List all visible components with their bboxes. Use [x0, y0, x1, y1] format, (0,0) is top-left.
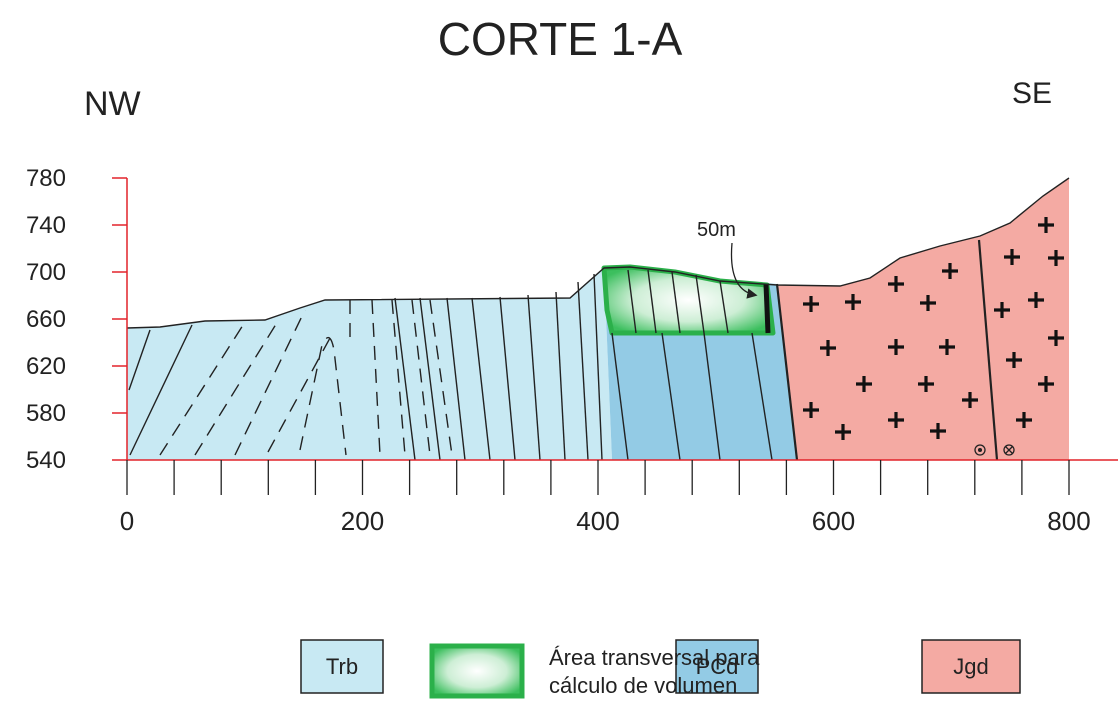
granite-plus-symbol [1006, 352, 1022, 368]
x-tick-label: 400 [576, 506, 619, 536]
granite-plus-symbol [1048, 330, 1064, 346]
granite-plus-symbol [918, 376, 934, 392]
trb-dashed-lines [159, 299, 453, 456]
legend-trb-label: Trb [326, 654, 358, 679]
y-tick-label: 540 [26, 447, 66, 474]
granite-plus-symbol [1038, 217, 1054, 233]
granite-plus-symbol [994, 302, 1010, 318]
x-tick-label: 800 [1047, 506, 1090, 536]
y-tick-label: 620 [26, 353, 66, 380]
granite-plus-symbols [803, 217, 1064, 440]
granite-plus-symbol [803, 402, 819, 418]
y-tick-label: 580 [26, 400, 66, 427]
y-axis-ticks: 780 740 700 660 620 580 540 [26, 165, 127, 474]
legend-pcd-label: PCd [696, 654, 739, 679]
granite-plus-symbol [962, 392, 978, 408]
pcd-bedding-lines [611, 269, 773, 461]
legend-jgd-label: Jgd [953, 654, 988, 679]
fault-lines [775, 239, 999, 461]
topographic-profile [126, 177, 1070, 329]
granite-plus-symbol [803, 296, 819, 312]
granite-plus-symbol [888, 276, 904, 292]
granite-plus-symbol [942, 263, 958, 279]
granite-plus-symbol [845, 294, 861, 310]
trb-bedding-lines [128, 273, 603, 461]
granite-plus-symbol [835, 424, 851, 440]
legend-jgd-swatch [921, 639, 1021, 694]
y-tick-label: 780 [26, 165, 66, 192]
section-title: CORTE 1-A [438, 13, 683, 65]
unit-jgd-area [777, 178, 1069, 460]
y-tick-label: 740 [26, 212, 66, 239]
x-tick-label: 0 [120, 506, 134, 536]
x-axis-ticks: 0 200 400 600 800 [120, 460, 1091, 536]
granite-plus-symbol [920, 295, 936, 311]
granite-plus-symbol [856, 376, 872, 392]
legend-pcd-swatch [675, 639, 759, 694]
legend-area-line1: Área transversal para [549, 645, 760, 670]
legend-trb-swatch [300, 639, 384, 694]
legend-area-line2: cálculo de volumen [549, 673, 737, 698]
granite-plus-symbol [888, 339, 904, 355]
y-tick-label: 660 [26, 306, 66, 333]
thickness-bar [763, 283, 771, 334]
thickness-arrow [730, 242, 758, 299]
granite-plus-symbol [930, 423, 946, 439]
thickness-label: 50m [697, 219, 736, 241]
granite-plus-symbol [888, 412, 904, 428]
direction-se-label: SE [1012, 77, 1052, 110]
legend-area-swatch [429, 643, 525, 699]
x-tick-label: 600 [812, 506, 855, 536]
y-tick-label: 700 [26, 259, 66, 286]
granite-plus-symbol [1004, 249, 1020, 265]
granite-plus-symbol [939, 339, 955, 355]
granite-plus-symbol [1038, 376, 1054, 392]
unit-trb-area [127, 268, 612, 460]
granite-plus-symbol [1048, 250, 1064, 266]
legend: Trb PCd Jgd Área transversal para cálcul… [300, 639, 1021, 699]
granite-plus-symbol [1028, 292, 1044, 308]
granite-plus-symbol [1016, 412, 1032, 428]
x-tick-label: 200 [341, 506, 384, 536]
fault-motion-symbols [974, 444, 1015, 456]
granite-plus-symbol [820, 340, 836, 356]
direction-nw-label: NW [84, 85, 141, 123]
